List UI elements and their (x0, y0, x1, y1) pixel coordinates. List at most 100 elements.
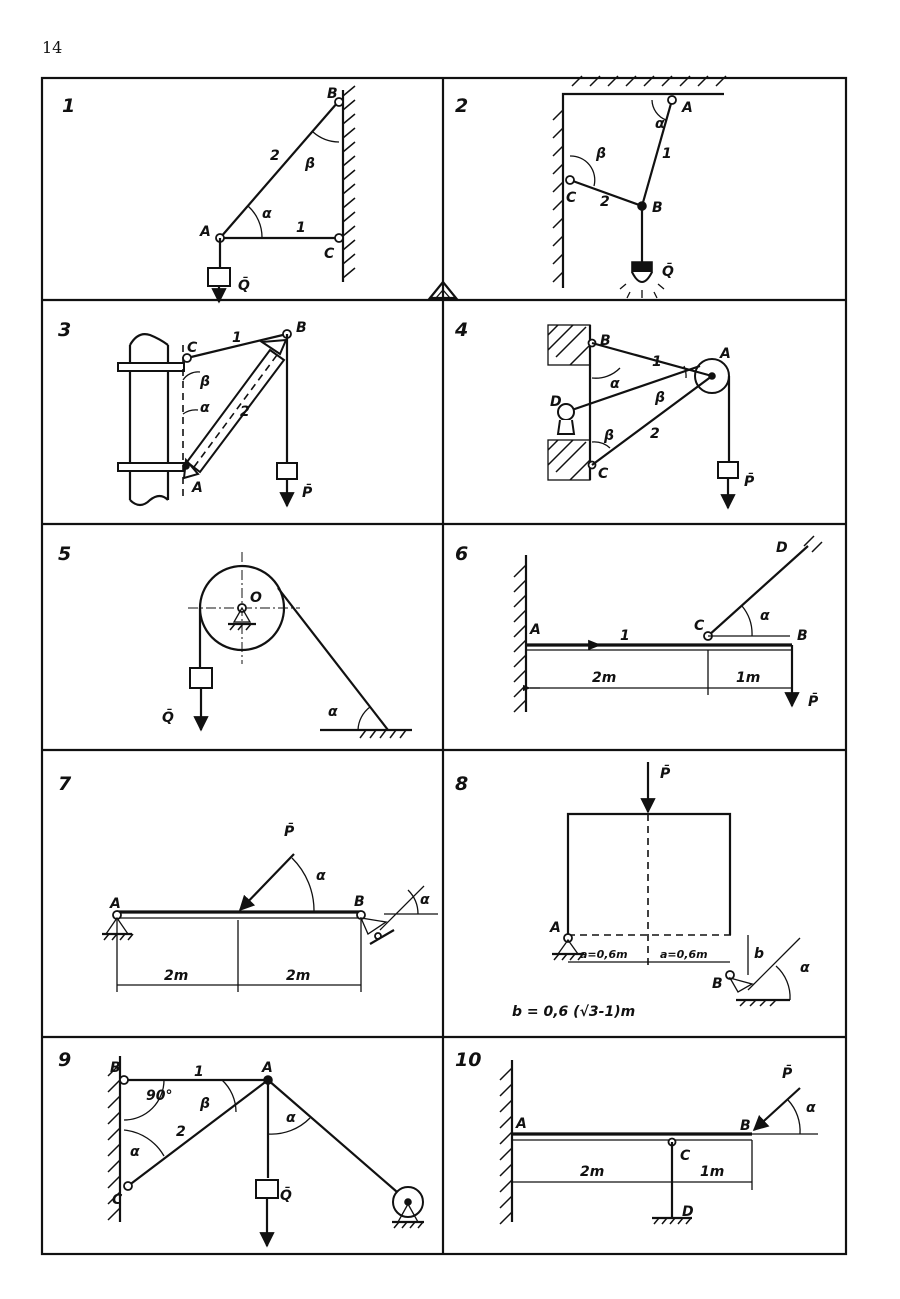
diagram-label: β (603, 428, 614, 444)
diagram-label: 2m (580, 1164, 604, 1180)
diagram-label: α (655, 116, 665, 132)
load-block (207, 267, 231, 287)
corner-wall (561, 92, 724, 288)
diagram-label: B (600, 333, 611, 349)
panel-4: 4 B A D C 1 2 α β β P̄ (454, 319, 755, 510)
diagram-label: 5 (58, 543, 71, 565)
frame (566, 812, 732, 935)
diagram-label: B (110, 1060, 121, 1076)
diagram-label: P̄ (782, 1063, 793, 1082)
diagram-label: β (304, 156, 315, 172)
rod-2 (219, 101, 339, 239)
panel-5: 5 O Q̄ α (58, 543, 412, 739)
diagram-label: α (130, 1144, 140, 1160)
panel-1: 1 B A C 2 1 β α Q̄ (62, 85, 356, 304)
diagram-label: 10 (455, 1049, 481, 1071)
diagram-label: 4 (454, 319, 468, 341)
diagram-label: C (187, 340, 198, 356)
diagram-label: C (566, 190, 577, 206)
diagram-label: Q̄ (280, 1185, 292, 1204)
diagram-label: C (598, 466, 609, 482)
diagram-label: 1 (652, 354, 662, 370)
diagram-label: α (316, 868, 326, 884)
rod-2 (127, 1079, 269, 1187)
diagram-label: A (191, 480, 203, 496)
diagram-label: A (529, 622, 541, 638)
diagram-label: β (595, 146, 606, 162)
diagram-label: B (797, 628, 808, 644)
panel-number: 1 (62, 95, 75, 117)
rope-d (565, 364, 701, 414)
panel-2: 2 A B C 1 2 α β Q̄ (455, 75, 727, 299)
diagram-label: B (740, 1118, 751, 1134)
diagram-label: Q̄ (662, 261, 674, 280)
diagram-label: 90° (146, 1088, 172, 1104)
rope-1 (591, 341, 713, 378)
boom-2 (185, 348, 286, 474)
diagram-label: A (109, 896, 121, 912)
diagram-label: β (199, 1096, 210, 1112)
diagram-label: P̄ (660, 763, 671, 782)
diagram-label: 2m (592, 670, 616, 686)
page-number: 14 (42, 38, 63, 57)
diagram-label: D (776, 540, 788, 556)
force-p (752, 1087, 801, 1132)
diagram-label: 8 (455, 773, 468, 795)
diagram-label: 2 (650, 426, 660, 442)
diagram-label: C (680, 1148, 691, 1164)
rod-2 (569, 178, 643, 208)
joint-c (334, 233, 344, 243)
diagram-label: 2 (176, 1124, 186, 1140)
diagram-label: α (328, 704, 338, 720)
diagram-label: D (550, 394, 562, 410)
panel-3: 3 C B A 1 2 β α P̄ (58, 319, 313, 508)
diagram-label: Q̄ (162, 707, 174, 726)
panel-7: 7 A B P̄ α α 2m 2m (58, 773, 438, 992)
diagram-label: B (296, 320, 307, 336)
diagram-label: B (354, 894, 365, 910)
divider-stand-symbol (427, 280, 459, 300)
diagram-label: α (610, 376, 620, 392)
diagram-label: 2m (286, 968, 310, 984)
diagram-label: A (515, 1116, 527, 1132)
rope-1 (186, 332, 288, 360)
collar-bottom (117, 462, 185, 472)
diagram-label: A (261, 1060, 273, 1076)
diagram-label: P̄ (744, 471, 755, 490)
diagram-label: 1 (296, 220, 306, 236)
diagram-label: P̄ (284, 821, 295, 840)
diagram-label: b = 0,6 (√3-1)m (512, 1004, 635, 1020)
rod-cd (707, 545, 809, 637)
diagram-label: α (286, 1110, 296, 1126)
diagram-label: 2 (270, 148, 280, 164)
diagram-label: 2m (164, 968, 188, 984)
diagram-label: A (199, 224, 211, 240)
diagram-label: B (327, 86, 338, 102)
diagram-label: β (654, 390, 665, 406)
panel-10: 10 A B C D P̄ α 2m 1m (455, 1049, 818, 1225)
panel-9: 9 B A C 1 2 90° β α α Q̄ (58, 1049, 424, 1248)
diagram-label: O (250, 590, 262, 606)
diagram-label: a=0,6m (580, 948, 628, 961)
diagram-label: 1 (662, 146, 672, 162)
diagram-label: A (719, 346, 731, 362)
diagram-label: 1 (620, 628, 630, 644)
diagram-label: 1m (736, 670, 760, 686)
lamp-bulb (631, 271, 653, 283)
diagram-label: 7 (58, 773, 72, 795)
diagram-label: 1m (700, 1164, 724, 1180)
diagram-label: D (682, 1204, 694, 1220)
diagram-label: C (694, 618, 705, 634)
joint-b (334, 97, 344, 107)
diagram-label: 1 (232, 330, 242, 346)
rod-1 (640, 99, 674, 207)
diagram-label: 9 (58, 1049, 71, 1071)
rod-2 (591, 375, 713, 466)
diagram-label: B (712, 976, 723, 992)
panel-6: 6 A B C D 1 α P̄ 2m 1m (455, 535, 823, 713)
angle-beta-arc (312, 131, 340, 143)
diagram-label: α (806, 1100, 816, 1116)
diagram-label: 3 (58, 319, 71, 341)
force-p (238, 853, 295, 912)
panel-8: 8 A B P̄ b α a=0,6m a=0,6m b = 0,6 (√3-1… (455, 762, 810, 1020)
